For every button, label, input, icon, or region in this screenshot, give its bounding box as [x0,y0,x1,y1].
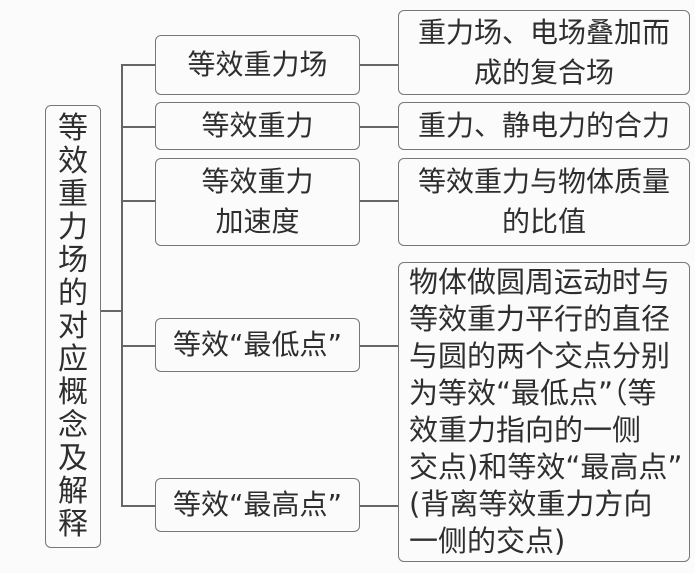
text-line: 效重力指向的一侧 [409,413,642,447]
text-line: 解 [58,474,88,509]
text-line: 重力、静电力的合力 [417,109,670,142]
text-line: 的 [58,276,88,311]
text-line: 等效重力 [201,109,314,142]
concept-highest-point: 等效“最高点” [155,478,360,532]
text-line: 力 [58,210,88,245]
text-line: 效 [58,144,88,179]
text-line: 等效重力平行的直径 [409,302,671,336]
explanation-points: 物体做圆周运动时与等效重力平行的直径与圆的两个交点分别为等效“最低点”（等效重力… [398,262,690,562]
text-line: 与圆的两个交点分别 [409,339,671,373]
text-line: 等效重力与物体质量 [417,165,670,198]
connector [121,64,156,66]
text-line: 对 [58,309,88,344]
connector [121,345,156,347]
text-line: 等效重力场 [187,48,328,81]
text-line: (背离等效重力方向 [409,487,653,521]
connector [101,310,122,312]
connector [121,505,156,507]
text-line: 一侧的交点) [409,524,566,558]
text-line: 等 [58,111,88,146]
text-line: 的比值 [501,205,586,238]
connector [121,126,156,128]
text-line: 念 [58,408,88,443]
text-line: 物体做圆周运动时与 [409,265,671,299]
text-line: 重 [58,177,88,212]
text-line: 场 [58,243,88,278]
concept-equivalent-acceleration: 等效重力加速度 [155,158,360,246]
text-line: 概 [58,375,88,410]
connector [360,505,398,507]
text-line: 及 [58,441,88,476]
connector [360,64,398,66]
concept-equivalent-gravity: 等效重力 [155,102,360,150]
connector [360,200,398,202]
connector [121,64,123,506]
connector [360,126,398,128]
text-line: 等效“最高点” [172,488,342,521]
text-line: 释 [58,507,88,542]
text-line: 加速度 [215,205,300,238]
text-line: 重力场、电场叠加而 [417,15,670,49]
text-line: 等效重力 [201,165,314,198]
connector [360,345,398,347]
text-line: 交点)和等效“最高点” [409,450,683,484]
concept-equivalent-gravity-field: 等效重力场 [155,35,360,95]
explanation-field: 重力场、电场叠加而成的复合场 [398,10,690,95]
root-box: 等效重力场的对应概念及解释 [45,105,101,548]
explanation-acceleration: 等效重力与物体质量的比值 [398,158,690,246]
text-line: 等效“最低点” [172,328,342,361]
text-line: 为等效“最低点”（等 [409,376,657,410]
explanation-gravity: 重力、静电力的合力 [398,102,690,150]
concept-lowest-point: 等效“最低点” [155,318,360,372]
text-line: 成的复合场 [473,55,614,89]
connector [121,200,156,202]
text-line: 应 [58,342,88,377]
